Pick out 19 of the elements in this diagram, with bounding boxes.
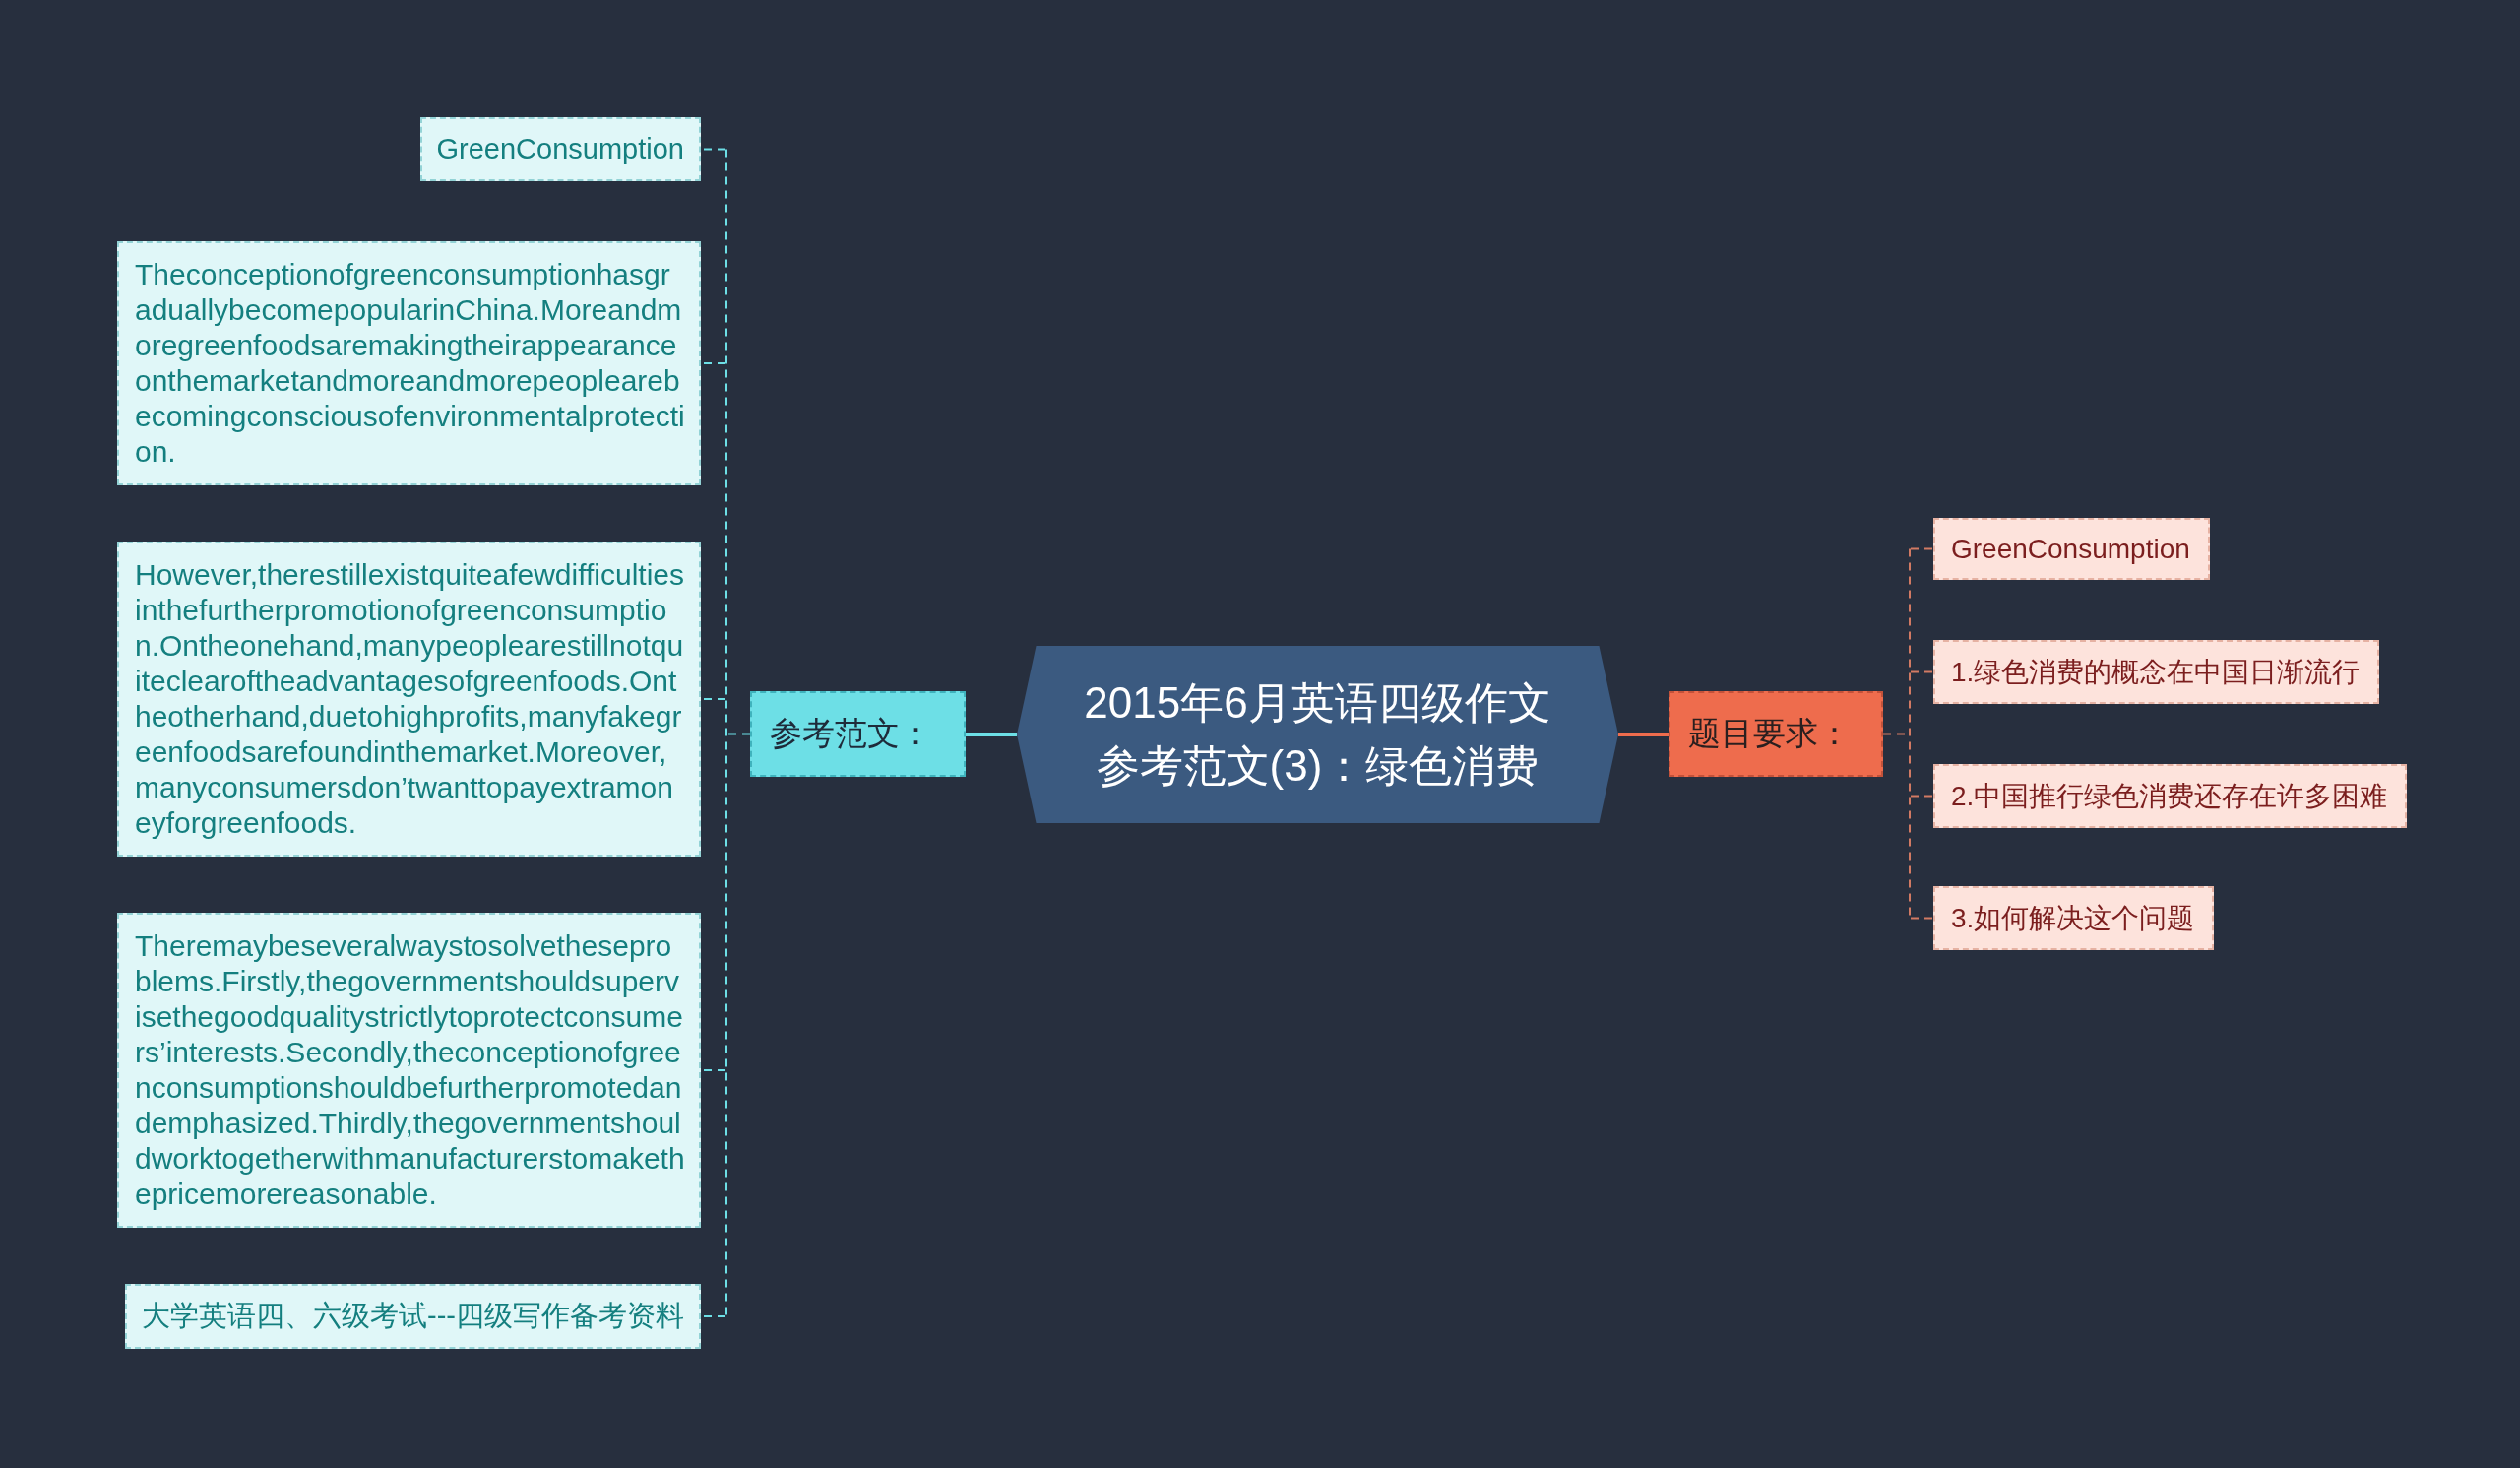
branch-topic: 参考范文：	[750, 691, 966, 777]
subtopic-card: 2.中国推行绿色消费还存在许多困难	[1933, 764, 2408, 828]
connector-line	[966, 733, 1017, 736]
central-topic: 2015年6月英语四级作文参考范文(3)：绿色消费	[1017, 646, 1618, 823]
subtopic-card: 1.绿色消费的概念在中国日渐流行	[1933, 640, 2380, 704]
subtopic-card: GreenConsumption	[1933, 518, 2210, 580]
paragraph-card: TheconceptionofgreenconsumptionhasgraduallybecomepopularinChina.Moreandmoregreenfoodsaremakingtheirappearanceonthemarketandmoreandmorepeoplearebecomingconsciousofenvironmentalprotection.	[117, 241, 701, 485]
connector-line	[1910, 547, 1934, 550]
connector-line	[1618, 733, 1669, 736]
branch-topic: 题目要求：	[1669, 691, 1883, 777]
subtopic-card: 大学英语四、六级考试---四级写作备考资料	[125, 1284, 701, 1349]
connector-line	[1910, 795, 1934, 798]
paragraph-card: However,therestillexistquiteafewdifficultiesinthefurtherpromotionofgreenconsumption.Ontheonehand,manypeoplearestillnotquiteclearoftheadvantagesofgreenfoods.Ontheotherhand,duetohighprofits,manyfakegreenfoodsarefoundinthemarket.Moreover,manyconsumersdon’twanttopayextramoneyforgreenfoods.	[117, 542, 701, 857]
connector-line	[1910, 917, 1934, 920]
subtopic-card: 3.如何解决这个问题	[1933, 886, 2215, 950]
subtopic-card: GreenConsumption	[419, 117, 701, 181]
connector-line	[1910, 670, 1934, 673]
connector-trunk	[725, 148, 751, 1317]
paragraph-card: Theremaybeseveralwaystosolvetheseproblems.Firstly,thegovernmentshouldsupervisethegoodqualitystrictlytoprotectconsumers’interests.Secondly,theconceptionofgreenconsumptionshouldbefurtherpromotedandemphasized.Thirdly,thegovernmentshouldworktogetherwithmanufacturerstomakethepricemorereasonable.	[117, 913, 701, 1228]
